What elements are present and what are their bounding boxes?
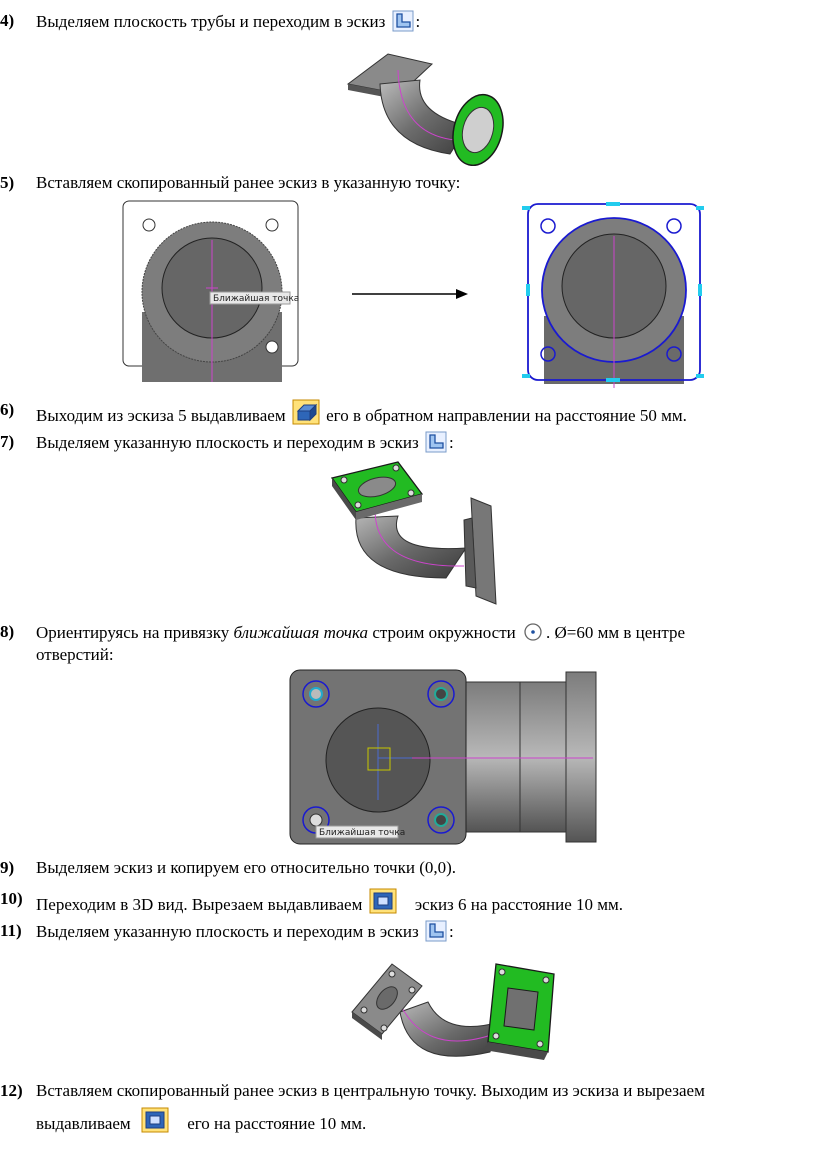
step-number: 10) [0, 889, 23, 908]
sketch-after-image [518, 196, 714, 388]
step-text: Выделяем эскиз и копируем его относитель… [36, 858, 457, 877]
step-text: Выходим из эскиза 5 выдавливаем [36, 406, 286, 425]
elbow-pipe-image [340, 44, 510, 166]
sketch-before-image: Ближайшая точка [122, 200, 300, 382]
step-text: Вставляем скопированный ранее эскиз в це… [36, 1081, 705, 1100]
sketch-icon[interactable] [425, 920, 447, 942]
cut-extrude-icon[interactable] [369, 888, 397, 914]
step-text: Переходим в 3D вид. Вырезаем выдавливаем [36, 895, 363, 914]
step-text: Выделяем указанную плоскость и переходим… [36, 433, 419, 452]
step-number: 4) [0, 11, 15, 30]
elbow-two-flanges-image [350, 952, 570, 1072]
extrude-icon[interactable] [292, 399, 320, 425]
step-number: 11) [0, 921, 22, 940]
step-number: 8) [0, 622, 15, 641]
step-text: Ориентируясь на привязку [36, 623, 230, 642]
nearest-point-label: Ближайшая точка [213, 294, 299, 304]
circle-icon[interactable] [522, 621, 544, 643]
step-text: Вставляем скопированный ранее эскиз в ук… [36, 173, 461, 192]
step-number: 9) [0, 858, 15, 877]
step-number: 12) [0, 1081, 23, 1100]
nearest-point-label: Ближайшая точка [319, 828, 405, 838]
step-number: 5) [0, 173, 15, 192]
step-number: 7) [0, 432, 15, 451]
flange-holes-image: Ближайшая точка [288, 668, 600, 846]
step-text: Выделяем указанную плоскость и переходим… [36, 922, 419, 941]
step-number: 6) [0, 400, 15, 419]
cut-extrude-icon[interactable] [141, 1107, 169, 1133]
sketch-icon[interactable] [425, 431, 447, 453]
step-text: Выделяем плоскость трубы и переходим в э… [36, 12, 386, 31]
sketch-icon[interactable] [392, 10, 414, 32]
arrow [350, 286, 470, 302]
elbow-flange-image [326, 458, 506, 608]
